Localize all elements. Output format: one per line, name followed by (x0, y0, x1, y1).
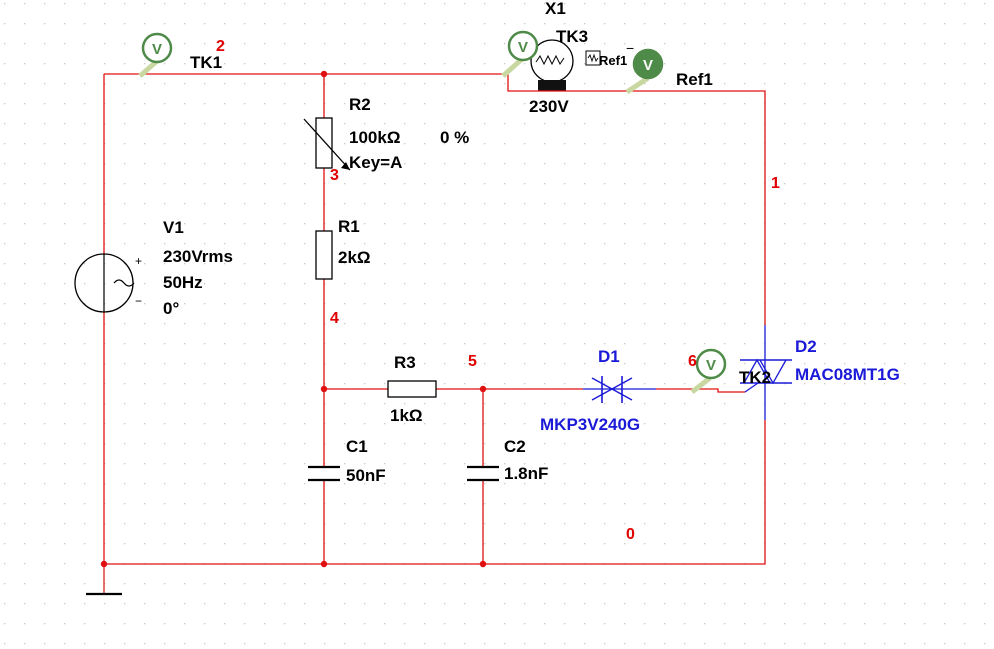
capacitor-icon (467, 465, 499, 482)
probe-ref1-symbol: V (643, 57, 653, 74)
lamp-icon (520, 39, 578, 92)
r1-ref-label: R1 (338, 217, 360, 236)
junction-dot (479, 385, 487, 393)
voltage-probe-icon (507, 30, 539, 62)
v1-frequency-label: 50Hz (163, 273, 203, 292)
v1-plus-sign: + (135, 254, 142, 268)
c2-value-label: 1.8nF (504, 464, 548, 483)
wire-top-right[interactable] (578, 90, 766, 325)
x1-ref-label: X1 (545, 0, 566, 18)
probe-tk2-label: TK2 (739, 368, 771, 387)
r3-resistor[interactable]: R3 1kΩ (387, 353, 437, 425)
r3-ref-label: R3 (394, 353, 416, 372)
probe-tk2[interactable]: V TK2 (690, 348, 771, 394)
v1-minus-sign: − (135, 294, 142, 308)
potentiometer-icon (315, 117, 333, 169)
triac-icon (740, 325, 792, 420)
voltage-probe-icon (695, 348, 727, 380)
d1-ref-label: D1 (598, 347, 620, 366)
probe-tk3[interactable]: V TK3 (501, 27, 588, 78)
probe-tk3-label: TK3 (556, 27, 588, 46)
r1-resistor[interactable]: R1 2kΩ (315, 217, 371, 280)
voltage-probe-icon (632, 48, 664, 80)
voltage-probe-icon (141, 32, 173, 64)
c2-capacitor[interactable]: C2 1.8nF (467, 437, 548, 483)
node-label: 2 (216, 38, 225, 55)
v1-ac-source[interactable]: + − V1 230Vrms 50Hz 0° (74, 218, 233, 318)
r3-value-label: 1kΩ (390, 406, 423, 425)
diac-icon (583, 376, 656, 403)
ground-icon[interactable] (86, 564, 122, 596)
junction-dot (479, 560, 487, 568)
node-label: 1 (771, 175, 780, 192)
node-label: 4 (330, 310, 339, 327)
junctions (100, 70, 487, 568)
capacitor-icon (308, 465, 340, 482)
probe-tk1-symbol: V (152, 41, 162, 58)
node-label: 6 (688, 353, 697, 370)
r2-percent-label: 0 % (440, 128, 469, 147)
c1-capacitor[interactable]: C1 50nF (308, 437, 386, 485)
probe-tk3-symbol: V (518, 39, 528, 56)
d2-triac[interactable]: D2 MAC08MT1G (740, 325, 900, 420)
junction-dot (320, 560, 328, 568)
d1-diac[interactable]: D1 MKP3V240G (540, 347, 656, 434)
d2-ref-label: D2 (795, 337, 817, 356)
v1-phase-label: 0° (163, 299, 179, 318)
v1-ref-label: V1 (163, 218, 184, 237)
node-label: 5 (468, 353, 477, 370)
junction-dot (320, 385, 328, 393)
c1-value-label: 50nF (346, 466, 386, 485)
x1-value-label: 230V (529, 97, 569, 116)
c2-ref-label: C2 (504, 437, 526, 456)
d1-model-label: MKP3V240G (540, 415, 640, 434)
wire-top-left[interactable] (104, 73, 520, 92)
r2-value-label: 100kΩ (349, 128, 400, 147)
probe-tk1[interactable]: V TK1 (138, 32, 222, 78)
probe-ref1-label: Ref1 (676, 70, 713, 89)
wire-d1-tk2[interactable] (656, 388, 745, 393)
node-label: 0 (626, 526, 635, 543)
v1-voltage-label: 230Vrms (163, 247, 233, 266)
probe-tk2-symbol: V (706, 357, 716, 374)
resistor-icon (315, 230, 333, 280)
r2-potentiometer[interactable]: R2 100kΩ 0 % Key=A (303, 95, 469, 172)
r2-key-label: Key=A (349, 153, 402, 172)
junction-dot (320, 70, 328, 78)
d2-model-label: MAC08MT1G (795, 365, 900, 384)
r2-ref-label: R2 (349, 95, 371, 114)
probe-tk1-label: TK1 (190, 53, 222, 72)
r1-value-label: 2kΩ (338, 248, 371, 267)
probe-ref1[interactable]: V Ref1 Ref1 (599, 48, 713, 95)
resistor-icon (387, 380, 437, 398)
probe-ref1-tag: Ref1 (599, 53, 627, 68)
c1-ref-label: C1 (346, 437, 368, 456)
x1-minus-sign: − (626, 40, 634, 56)
net-labels: 2 3 1 4 5 6 0 (216, 38, 780, 543)
node-label: 3 (330, 167, 339, 184)
